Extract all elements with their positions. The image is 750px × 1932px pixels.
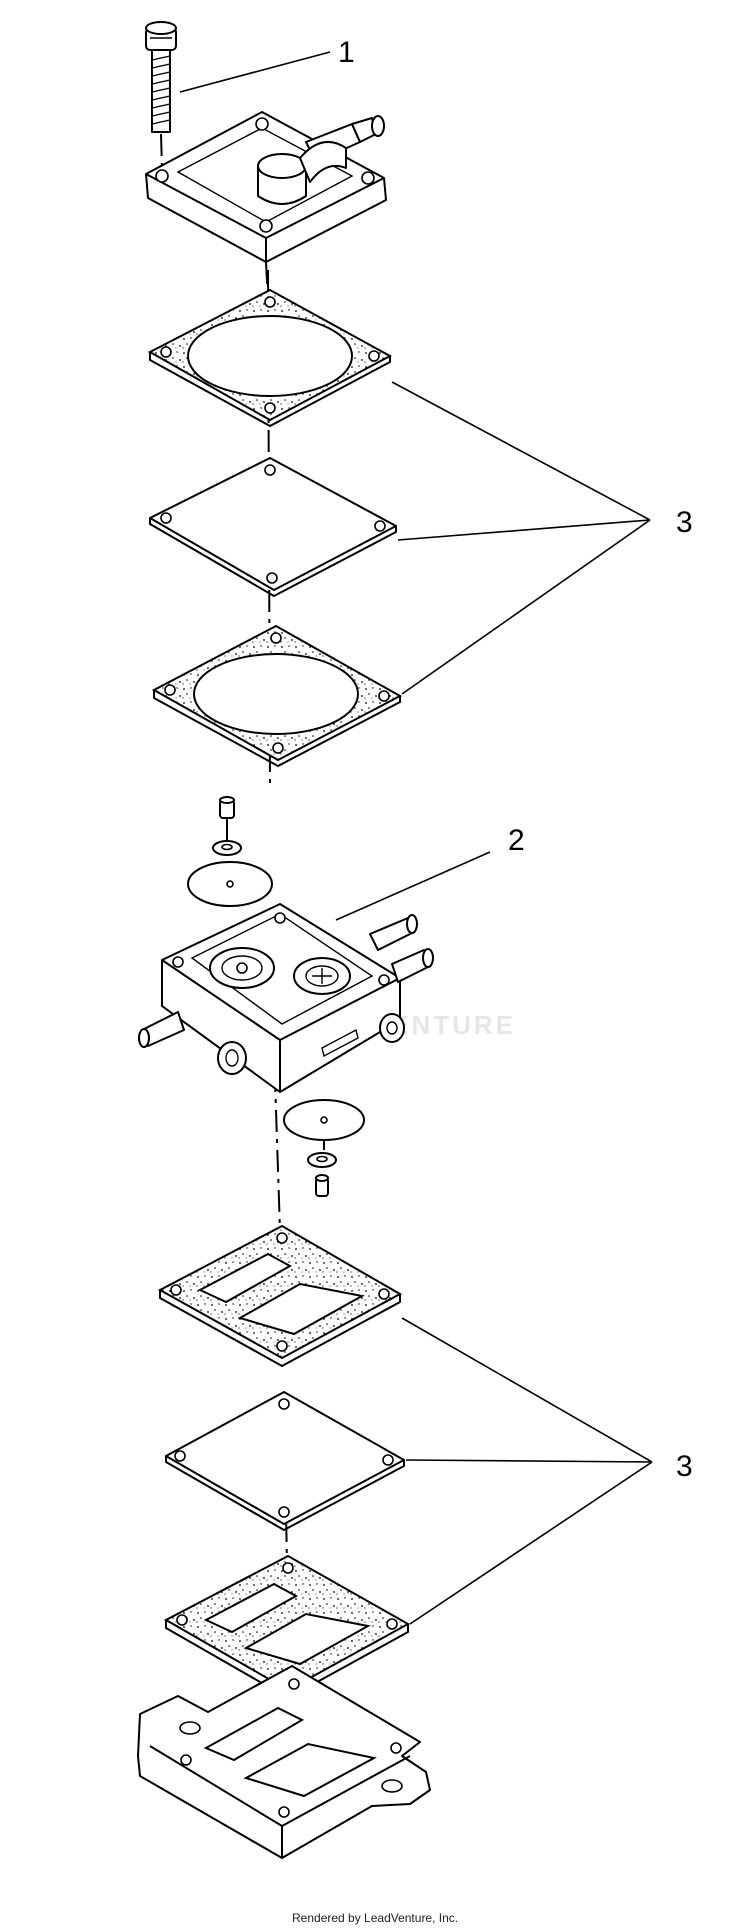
lower-gasket-1 (157, 1224, 403, 1367)
pump-body-part-2 (138, 903, 434, 1093)
callout-1: 1 (338, 36, 355, 69)
upper-diaphragm (149, 457, 397, 597)
pump-cover (145, 111, 387, 263)
leader-3-lower (401, 1317, 653, 1625)
leader-1 (179, 51, 331, 93)
leader-2 (335, 851, 491, 921)
callout-3-upper: 3 (676, 506, 693, 539)
upper-gasket-1 (147, 288, 393, 427)
footer-credit: Rendered by LeadVenture, Inc. (292, 1911, 458, 1925)
callout-3-lower: 3 (676, 1450, 693, 1483)
callout-2: 2 (508, 824, 525, 857)
lower-diaphragm (165, 1391, 405, 1531)
lower-valve-assembly (283, 1099, 365, 1197)
screw-part-1 (145, 21, 177, 169)
upper-valve-assembly (187, 796, 273, 907)
base-plate (137, 1665, 431, 1859)
upper-gasket-2 (151, 624, 403, 767)
leader-3-upper (391, 381, 651, 695)
